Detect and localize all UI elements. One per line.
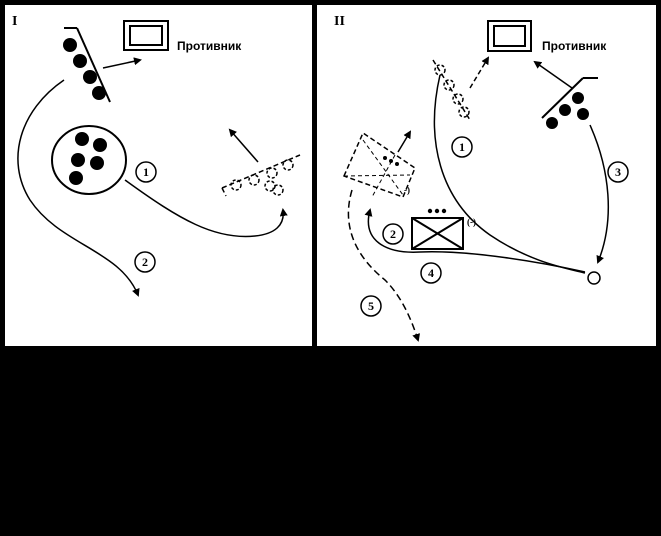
unit-marker xyxy=(73,54,87,68)
unit-group-circle xyxy=(51,125,127,195)
reduced-unit-box: (-) xyxy=(411,208,476,250)
route-number-4: 4 xyxy=(428,266,434,280)
enemy-label-one: Противник xyxy=(177,39,242,53)
route-marker-5 xyxy=(360,295,382,317)
route-number-2: 2 xyxy=(390,227,396,241)
advance-arrow xyxy=(469,56,490,89)
dashed-echelon-right xyxy=(221,154,301,197)
reduced-mark-small: -) xyxy=(404,185,410,195)
panel-two: II Противник 1 3 xyxy=(315,3,658,348)
route-4 xyxy=(364,208,586,273)
route-1 xyxy=(124,179,288,238)
enemy-label-two: Противник xyxy=(542,39,607,53)
route-marker-3 xyxy=(607,161,629,183)
route-marker-4 xyxy=(420,262,442,284)
route-number-2: 2 xyxy=(142,255,148,269)
reduced-mark: (-) xyxy=(467,217,476,227)
panel-two-roman: II xyxy=(334,14,345,29)
advance-arrow xyxy=(533,60,573,89)
route-number-1: 1 xyxy=(143,165,149,179)
panel-one-frame xyxy=(3,3,314,348)
advance-arrow xyxy=(102,57,142,69)
route-number-1: 1 xyxy=(459,140,465,154)
unit-marker xyxy=(63,38,77,52)
panel-one-roman: I xyxy=(12,14,17,29)
advance-arrow xyxy=(397,130,412,153)
echelon-right xyxy=(541,77,598,129)
route-marker-1 xyxy=(135,161,157,183)
route-number-3: 3 xyxy=(615,165,621,179)
advance-arrow xyxy=(228,128,259,163)
unit-marker xyxy=(83,70,97,84)
unit-marker xyxy=(92,86,106,100)
panel-one: I Противник 1 xyxy=(3,3,314,348)
route-marker-2 xyxy=(134,251,156,273)
echelon-top-left xyxy=(63,27,111,103)
route-5 xyxy=(347,189,420,342)
dashed-formation: -) xyxy=(342,131,416,198)
route-3 xyxy=(589,124,610,264)
route-marker-1 xyxy=(451,136,473,158)
route-2 xyxy=(17,79,140,297)
route-marker-2 xyxy=(382,223,404,245)
rally-point xyxy=(587,271,601,285)
route-number-5: 5 xyxy=(368,299,374,313)
